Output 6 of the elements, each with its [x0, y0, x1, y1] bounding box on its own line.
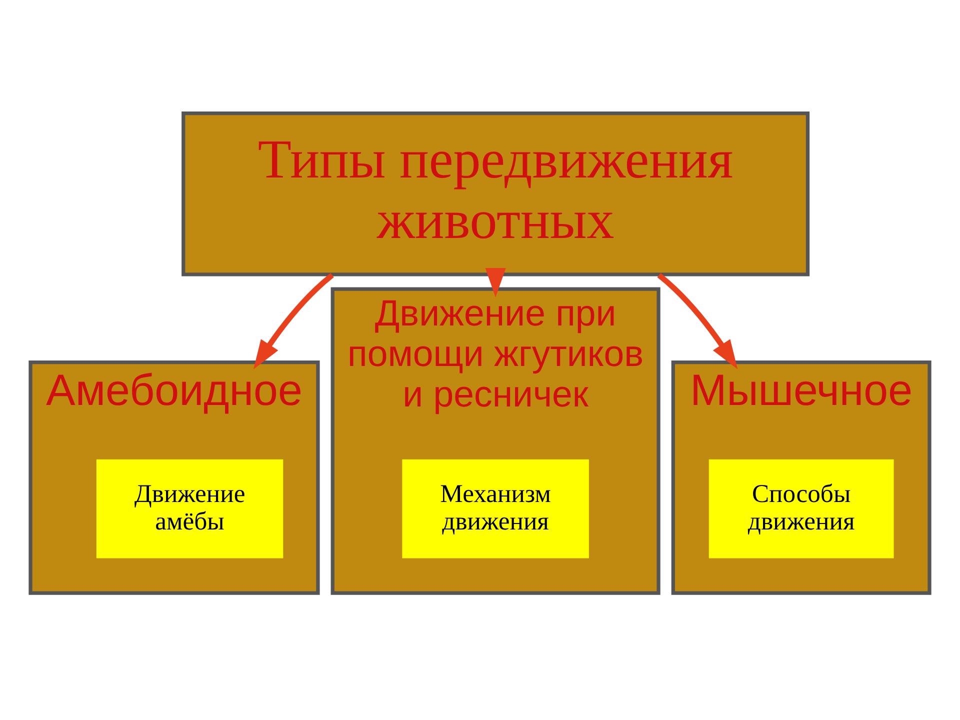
node-box: Механизм движения [402, 458, 589, 558]
node-box: Движение амёбы [96, 458, 284, 558]
arrow [657, 272, 738, 369]
arrow [485, 268, 506, 297]
arrow [253, 272, 334, 369]
node-box: Способы движения [708, 458, 894, 558]
